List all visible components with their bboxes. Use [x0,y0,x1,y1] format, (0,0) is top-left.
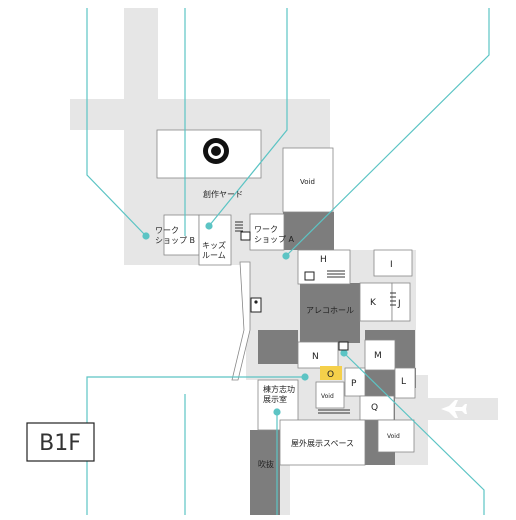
room-m [364,339,396,371]
floor-badge: B1F [26,422,95,462]
void-top-label: Void [300,178,315,186]
room-k [359,282,393,322]
workshop-b-line1: ワーク [155,226,179,235]
arekko-hall-label: アレコホール [306,306,354,315]
room-n [297,341,339,369]
room-k-label: K [370,298,377,308]
room-i [373,249,413,277]
rooms [156,129,416,466]
artwork-symbol-icon [203,138,229,164]
void-mid-label: Void [321,393,334,400]
aircraft-icon [441,400,467,418]
kids-room-line2: ルーム [202,251,226,260]
munakata-label: 棟方志功 展示室 [263,384,298,404]
outdoor-space [279,419,366,466]
kids-room-line1: キッズ [202,240,226,250]
dark-blocks [250,212,416,515]
room-o-label: O [327,370,334,380]
room-q-label: Q [371,403,378,413]
void-mid-room [315,381,345,409]
room-p-label: P [351,379,357,389]
yard-label: 創作ヤード [203,189,243,199]
elevator-icon [240,231,349,351]
void-top-room [282,147,334,213]
workshop-a-label: ワーク ショップ A [254,225,295,244]
munakata-line1: 棟方志功 [263,384,295,394]
room-j [391,282,411,322]
outdoor-space-label: 屋外展示スペース [291,438,354,448]
toilet-icon [250,297,262,313]
room-q [359,395,395,421]
workshop-a-line2: ショップ A [254,235,295,244]
room-l-label: L [401,377,406,387]
void-bottom-label: Void [387,433,400,440]
workshop-a-room [249,213,285,251]
workshop-a-line1: ワーク [254,225,278,234]
atrium-label: 吹抜 [258,459,274,469]
room-m-label: M [374,351,382,361]
room-o-highlight [320,366,342,380]
leader-lines [86,8,490,515]
stairs-icon [235,221,396,414]
room-n-label: N [312,352,319,362]
workshop-b-line2: ショップ B [155,236,195,245]
room-p [344,367,366,397]
workshop-b-label: ワーク ショップ B [155,226,195,245]
room-l [394,367,416,399]
kids-room-label: キッズ ルーム [202,240,229,260]
floor-label: B1F [39,431,81,456]
corridor [231,261,251,381]
kids-room [198,214,232,266]
void-bottom-room [377,419,415,453]
room-h-label: H [320,255,327,265]
room-i-label: I [390,260,393,270]
room-j-label: J [397,299,401,309]
munakata-line2: 展示室 [263,394,287,404]
workshop-b-room [163,214,200,256]
